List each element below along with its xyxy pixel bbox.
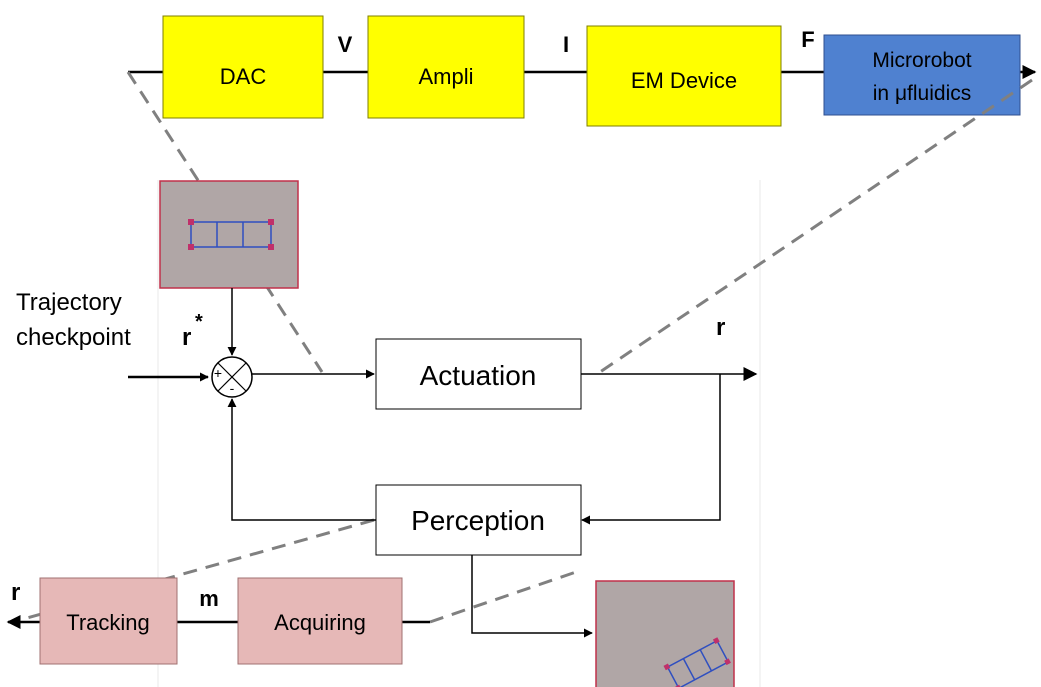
microrobot-label-line2: in μfluidics xyxy=(873,82,971,105)
plus-sign: + xyxy=(214,365,222,381)
bottom-output-symbol: r xyxy=(11,579,20,606)
acquiring-block: Acquiring xyxy=(237,577,403,665)
robot-perceived-icon xyxy=(663,637,731,687)
reference-image xyxy=(159,180,299,289)
signal-v-label: V xyxy=(338,32,353,57)
dac-block: DAC xyxy=(162,15,324,119)
acquiring-label: Acquiring xyxy=(274,610,366,635)
signal-m-label: m xyxy=(199,586,219,611)
feedback-wire-right xyxy=(581,374,721,525)
tracking-label: Tracking xyxy=(66,610,150,635)
em-device-block: EM Device xyxy=(586,25,782,127)
feedback-wire-left xyxy=(227,398,376,521)
ampli-block: Ampli xyxy=(367,15,525,119)
em-device-label: EM Device xyxy=(631,68,737,93)
signal-i-label: I xyxy=(563,32,569,57)
minus-sign: - xyxy=(230,380,235,396)
dac-label: DAC xyxy=(220,64,267,89)
tracking-block: Tracking xyxy=(39,577,178,665)
input-label-line2: checkpoint xyxy=(16,324,131,351)
actuation-label: Actuation xyxy=(420,360,537,391)
perception-label: Perception xyxy=(411,505,545,536)
ampli-label: Ampli xyxy=(418,64,473,89)
reference-symbol: r xyxy=(182,324,191,351)
microrobot-label-line1: Microrobot xyxy=(872,49,971,72)
robot-reference-icon xyxy=(188,219,274,250)
summing-junction: + - xyxy=(211,356,253,398)
input-label-line1: Trajectory xyxy=(16,289,122,316)
signal-f-label: F xyxy=(801,27,814,52)
microrobot-block: Microrobot in μfluidics xyxy=(823,34,1021,116)
perception-block: Perception xyxy=(375,484,582,556)
actuation-block: Actuation xyxy=(375,338,582,410)
output-symbol: r xyxy=(716,314,725,341)
perception-to-image-arrow xyxy=(471,555,593,638)
perceived-image xyxy=(595,580,735,687)
reference-superscript: * xyxy=(195,311,203,333)
